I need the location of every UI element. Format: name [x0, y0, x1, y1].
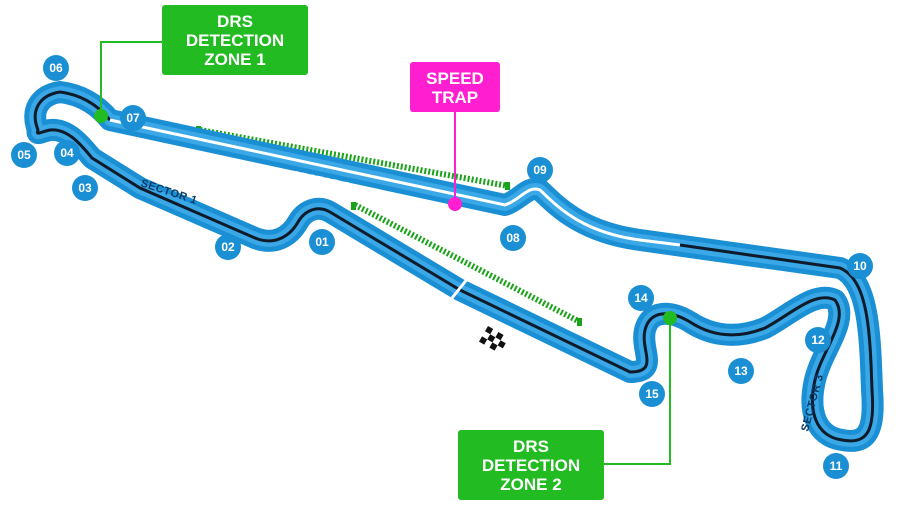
- racing-line-sector-2: [109, 118, 681, 247]
- drs-detection-1-line-2: DETECTION: [186, 31, 284, 50]
- svg-text:11: 11: [830, 459, 843, 473]
- drs-detection-dot-icon: [663, 311, 677, 325]
- turn-badge-10: 10: [847, 253, 873, 279]
- turn-badge-13: 13: [728, 358, 754, 384]
- speed-trap-line-1: SPEED: [426, 69, 484, 88]
- racing-line-sector-1: [33, 90, 461, 292]
- drs-detection-zone-2-callout: DRS DETECTION ZONE 2: [458, 311, 677, 500]
- turn-badge-08: 08: [500, 225, 526, 251]
- checkered-flag-icon: [479, 326, 506, 351]
- svg-text:01: 01: [315, 235, 329, 249]
- turn-badge-14: 14: [628, 285, 654, 311]
- turn-badge-15: 15: [639, 381, 665, 407]
- drs-detection-dot-icon: [94, 109, 108, 123]
- turn-badge-07: 07: [120, 105, 146, 131]
- drs-detection-1-line-1: DRS: [217, 12, 253, 31]
- svg-text:13: 13: [734, 364, 748, 378]
- drs-detection-zone-1-callout: DRS DETECTION ZONE 1: [94, 5, 308, 123]
- turn-badge-03: 03: [72, 175, 98, 201]
- turn-badge-04: 04: [54, 140, 80, 166]
- racing-line-sector-3: [459, 243, 875, 443]
- svg-text:04: 04: [60, 146, 74, 160]
- track-surface: [29, 86, 879, 447]
- turn-badge-02: 02: [215, 234, 241, 260]
- drs-zone-2-dashes: [351, 202, 582, 326]
- svg-text:09: 09: [533, 163, 547, 177]
- drs-detection-2-line-2: DETECTION: [482, 456, 580, 475]
- speed-trap-dot-icon: [448, 197, 462, 211]
- speed-trap-line-2: TRAP: [432, 88, 478, 107]
- track-outline: [24, 81, 884, 452]
- svg-text:10: 10: [853, 259, 867, 273]
- turn-badge-06: 06: [43, 55, 69, 81]
- turn-badge-01: 01: [309, 229, 335, 255]
- turn-badge-05: 05: [11, 142, 37, 168]
- svg-text:15: 15: [645, 387, 659, 401]
- turn-badge-12: 12: [805, 327, 831, 353]
- svg-text:06: 06: [49, 61, 63, 75]
- svg-text:02: 02: [221, 240, 235, 254]
- svg-text:07: 07: [126, 111, 140, 125]
- svg-text:08: 08: [506, 231, 520, 245]
- drs-detection-2-line-1: DRS: [513, 437, 549, 456]
- svg-text:12: 12: [811, 333, 825, 347]
- turn-badge-11: 11: [823, 453, 849, 479]
- start-finish-line: [450, 277, 470, 299]
- svg-text:14: 14: [634, 291, 648, 305]
- drs-detection-1-line-3: ZONE 1: [204, 50, 265, 69]
- speed-trap-callout: SPEED TRAP: [410, 62, 500, 211]
- turn-badge-09: 09: [527, 157, 553, 183]
- drs-detection-2-line-3: ZONE 2: [500, 475, 561, 494]
- svg-text:03: 03: [78, 181, 92, 195]
- svg-text:05: 05: [17, 148, 31, 162]
